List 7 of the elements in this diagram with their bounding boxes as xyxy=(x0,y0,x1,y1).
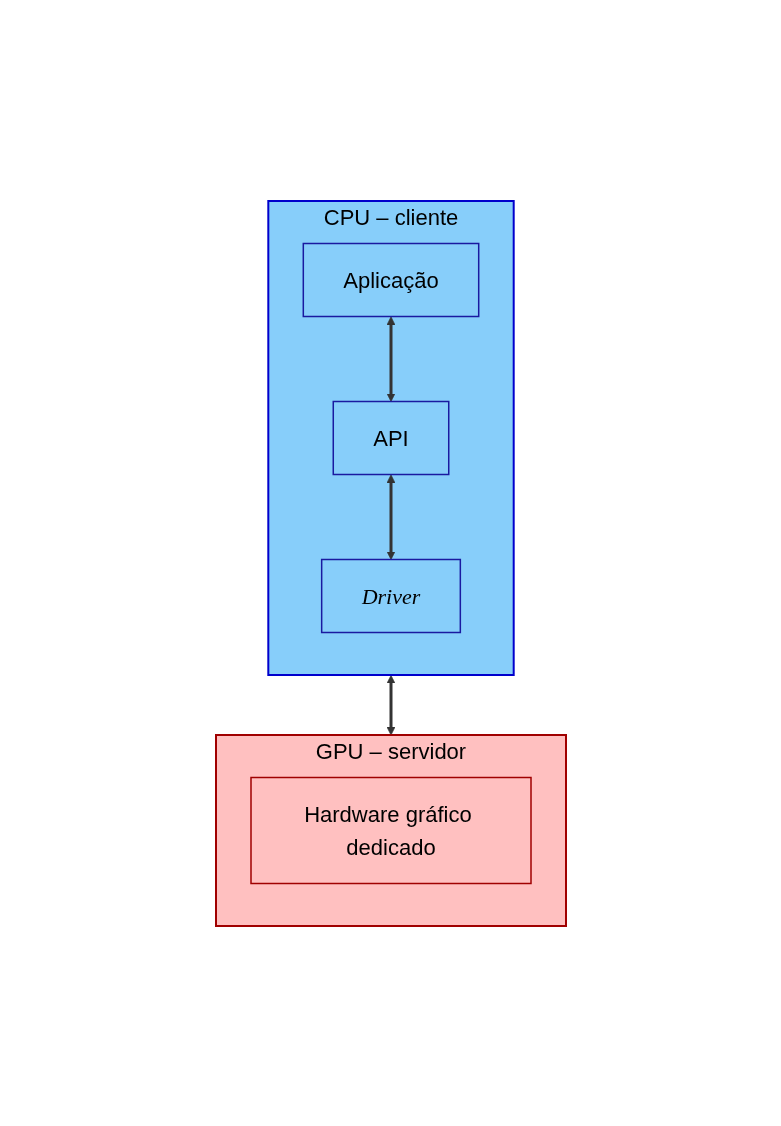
arrow xyxy=(386,474,395,560)
arrow xyxy=(386,674,395,735)
node-box: API xyxy=(332,400,449,475)
node-box: Aplicação xyxy=(302,242,479,317)
arrow xyxy=(386,316,395,402)
node-box: Hardware gráfico dedicado xyxy=(249,776,532,884)
node-box: Driver xyxy=(320,558,461,633)
